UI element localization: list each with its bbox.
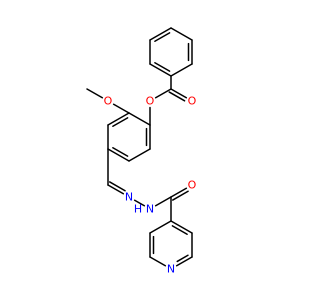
amide-hydrogen-label: H [134,203,142,216]
ester-carbonyl-oxygen-label: O [188,95,197,108]
single-bond [133,199,146,207]
hydrazide-nitrogen-label: N [146,203,154,216]
double-bond-inner [112,117,129,127]
single-bond [149,220,172,234]
double-bond [175,256,193,267]
imine-nitrogen-label: N [125,191,133,204]
double-bond [107,112,130,126]
double-bond-inner [171,225,188,235]
double-bond-inner [154,62,171,72]
amide-oxygen-label: O [188,179,197,192]
double-bond-inner [171,190,189,201]
methoxy-oxygen-label: O [104,95,113,108]
double-bond-inner [108,181,126,192]
single-bond [112,103,130,114]
pyridine-nitrogen-label: N [167,263,175,276]
ester-oxygen-label: O [146,95,155,108]
double-bond-inner [168,91,186,102]
double-bond [149,63,172,77]
double-bond [107,148,130,162]
double-bond [170,220,193,234]
single-bond [154,196,172,207]
single-bond [149,256,167,267]
double-bond [107,184,125,195]
double-bond-inner [112,147,129,157]
single-bond [170,63,193,77]
single-bond [86,88,104,99]
single-bond [128,148,151,162]
single-bond [128,112,151,126]
single-bond [170,27,193,41]
double-bond [149,27,172,41]
double-bond [170,187,188,198]
single-bond [154,88,172,99]
double-bond-inner [176,254,189,263]
double-bond-inner [154,32,171,42]
double-bond [170,88,188,99]
bonds [86,27,193,267]
